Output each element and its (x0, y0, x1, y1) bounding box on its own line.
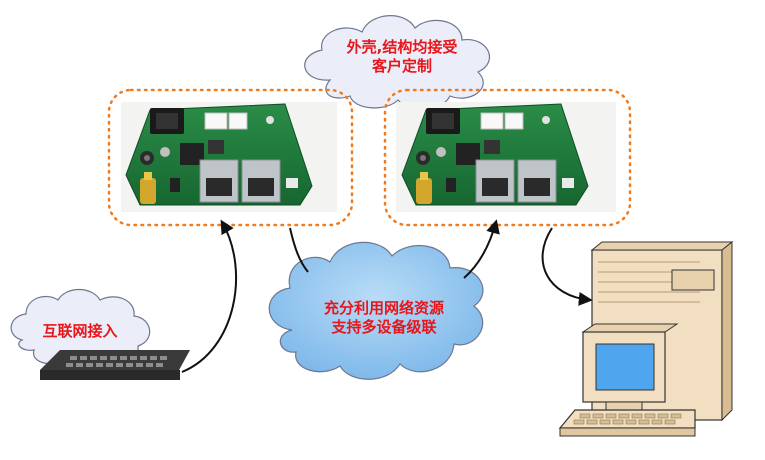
desktop-computer (558, 240, 734, 437)
network-text-line1: 充分利用网络资源 (324, 299, 444, 317)
customize-text-line1: 外壳,结构均接受 (346, 38, 458, 56)
internet-cloud-shape (10, 288, 151, 368)
cloud-shape (304, 15, 491, 110)
pcb-photo-right (396, 102, 616, 212)
dotted-frame-left (107, 88, 354, 227)
device-board-left (107, 88, 354, 227)
arrow-switch-to-left-board (181, 219, 238, 373)
pcb-photo-left (121, 102, 337, 212)
network-text-line2: 支持多设备级联 (330, 318, 437, 336)
network-cloud: 充分利用网络资源 支持多设备级联 (268, 241, 484, 380)
network-cloud-shape (268, 241, 484, 380)
arrow-left-board-to-cloud (289, 227, 309, 273)
connector-arrows (181, 219, 593, 373)
network-switch (40, 350, 190, 380)
customize-text-line2: 客户定制 (371, 57, 432, 75)
internet-access-text: 互联网接入 (42, 322, 117, 340)
arrow-cloud-to-right-board (463, 219, 500, 279)
customization-cloud: 外壳,结构均接受 客户定制 (304, 15, 491, 110)
device-board-right (383, 88, 632, 227)
arrow-right-board-to-computer (541, 227, 593, 306)
keyboard (558, 409, 696, 429)
monitor-screen (595, 343, 655, 391)
dotted-frame-right (383, 88, 632, 227)
internet-cloud: 互联网接入 (10, 288, 151, 368)
